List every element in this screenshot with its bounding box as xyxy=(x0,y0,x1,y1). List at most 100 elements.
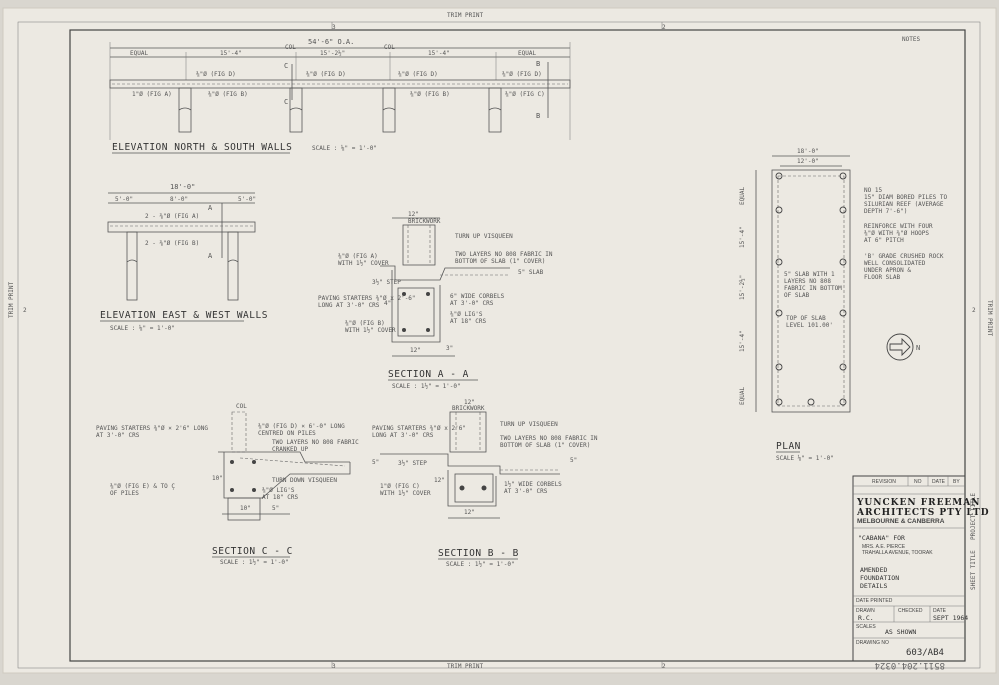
aa-title: SECTION A - A xyxy=(388,369,469,380)
cc-note-centred: CENTRED ON PILES xyxy=(258,430,316,437)
ns-note-4: ⅜"Ø (FIG D) xyxy=(502,71,542,78)
elevation-east-west: 18'-0" 5'-0" 8'-0" 5'-0" A A 2 - ⅜"Ø (FI… xyxy=(100,183,268,332)
tb-scales-value: AS SHOWN xyxy=(885,628,916,636)
drawing-border xyxy=(69,29,966,662)
aa-note-corbels-1: 6" WIDE CORBELS xyxy=(450,293,505,300)
tb-by-header: BY xyxy=(953,479,960,485)
ew-note-1: 2 - ⅜"Ø (FIG A) xyxy=(145,213,199,220)
plan-note-i-2: LAYERS NO 808 xyxy=(784,278,831,285)
aa-note-5-slab: 5" SLAB xyxy=(518,269,544,276)
bb-note-paving-1: PAVING STARTERS ⅜"Ø x 2'6" xyxy=(372,425,466,432)
section-a-a: 12" BRICKWORK TURN UP VISQUEEN TWO LAYER… xyxy=(318,211,553,390)
plan-note-i-6: LEVEL 101.00' xyxy=(786,322,833,329)
ns-note-8: ⅜"Ø (FIG C) xyxy=(505,91,545,98)
plan-note-r-9: WELL CONSOLIDATED xyxy=(864,260,926,267)
aa-note-two-layers: TWO LAYERS NO 808 FABRIC IN xyxy=(455,251,553,258)
aa-note-ligs-1: ⅜"Ø LIG'S xyxy=(450,311,483,318)
plan-dim-side-5: EQUAL xyxy=(739,387,746,405)
plan-note-r-11: FLOOR SLAB xyxy=(864,274,901,281)
aa-note-fig-a: ⅜"Ø (FIG A) xyxy=(338,253,378,260)
cc-note-paving-1: PAVING STARTERS ⅜"Ø × 2'6" LONG xyxy=(96,425,208,432)
cc-note-ligs-1: ⅜"Ø LIG'S xyxy=(262,487,295,494)
ns-scale: SCALE : ⅛" = 1'-0" xyxy=(312,145,377,152)
aa-note-corbels-2: AT 3'-0" CRS xyxy=(450,300,494,307)
tb-checked-label: CHECKED xyxy=(898,608,923,614)
plan-note-r-10: UNDER APRON & xyxy=(864,267,911,274)
tb-firm-1: YUNCKEN FREEMAN xyxy=(856,498,980,508)
tb-no-header: NO xyxy=(914,479,922,485)
ew-dim-overall: 18'-0" xyxy=(170,183,195,191)
trim-label-top: TRIM PRINT xyxy=(447,12,484,19)
sheet-title-side-label: SHEET TITLE xyxy=(970,550,977,590)
bb-scale: SCALE : 1½" = 1'-0" xyxy=(446,561,515,568)
tb-date-value: SEPT 1964 xyxy=(933,614,968,622)
plan-note-i-4: OF SLAB xyxy=(784,292,810,299)
tb-project-1: "CABANA" FOR xyxy=(858,534,905,542)
bb-dim-5-left: 5" xyxy=(372,459,379,466)
ew-dim-3: 5'-0" xyxy=(238,196,256,203)
ns-note-1: ⅜"Ø (FIG D) xyxy=(196,71,236,78)
plan-view: 18'-0" 12'-0" EQUAL 15'-4" 15'-2½" 15'-4… xyxy=(739,148,947,462)
plan-dim-side-3: 15'-2½" xyxy=(739,275,746,300)
bb-note-step: 3½" STEP xyxy=(398,460,427,467)
grid-right-2: 2 xyxy=(972,307,976,314)
ew-note-2: 2 - ⅜"Ø (FIG B) xyxy=(145,240,199,247)
ns-sec-b-top: B xyxy=(536,60,540,68)
ew-title: ELEVATION EAST & WEST WALLS xyxy=(100,310,268,321)
plan-note-r-5: REINFORCE WITH FOUR xyxy=(864,223,933,230)
outer-trim-frame xyxy=(17,21,981,669)
bb-note-corbels-2: AT 3'-0" CRS xyxy=(504,488,548,495)
aa-note-ligs-2: AT 18" CRS xyxy=(450,318,487,325)
plan-dim-side-2: 15'-4" xyxy=(739,226,746,248)
bb-dim-5-right: 5" xyxy=(570,457,577,464)
plan-note-r-4: DEPTH 7'-6") xyxy=(864,208,907,215)
ew-dim-1: 5'-0" xyxy=(115,196,133,203)
ns-note-3: ⅜"Ø (FIG D) xyxy=(398,71,438,78)
tb-drawing-label: DRAWING NO xyxy=(856,640,889,646)
plan-note-r-1: NO 15 xyxy=(864,187,882,194)
bb-note-brickwork: BRICKWORK xyxy=(452,405,485,412)
ns-dim-span-1: 15'-4" xyxy=(220,50,242,57)
ns-sec-c-top: C xyxy=(284,62,288,70)
tb-date-printed: DATE PRINTED xyxy=(856,598,893,604)
paper xyxy=(2,7,997,674)
tb-drawn-value: R.C. xyxy=(858,614,874,622)
ns-col-label-2: COL xyxy=(384,44,395,51)
north-arrow: N xyxy=(886,333,920,361)
ns-dim-span-3: 15'-4" xyxy=(428,50,450,57)
plan-scale: SCALE ⅛" = 1'-0" xyxy=(776,455,834,462)
cc-col: COL xyxy=(236,403,247,410)
bb-note-paving-2: LONG AT 3'-0" CRS xyxy=(372,432,434,439)
cc-note-turn-down: TURN DOWN VISQUEEN xyxy=(272,477,337,484)
plan-note-r-2: 15" DIAM BORED PILES TO xyxy=(864,194,947,201)
ns-dim-equal-right: EQUAL xyxy=(518,50,536,57)
bb-note-corbels-1: 1½" WIDE CORBELS xyxy=(504,481,562,488)
aa-note-turn-up: TURN UP VISQUEEN xyxy=(455,233,513,240)
cc-note-ligs-2: AT 18" CRS xyxy=(262,494,299,501)
aa-note-brickwork: BRICKWORK xyxy=(408,218,441,225)
tb-rev-header: REVISION xyxy=(872,479,896,485)
project-title-side-label: PROJECT TITLE xyxy=(970,493,977,540)
aa-note-cover-2: WITH 1½" COVER xyxy=(345,327,396,334)
bb-note-bottom-slab: BOTTOM OF SLAB (1" COVER) xyxy=(500,442,590,449)
handwritten-archive-number: 8511.204.0324 xyxy=(875,660,945,670)
plan-note-r-3: SILURIAN REEF (AVERAGE xyxy=(864,201,944,208)
plan-dim-top-1: 18'-0" xyxy=(797,148,819,155)
tb-project-2: MRS. A.E. PIERCE xyxy=(862,544,906,550)
aa-scale: SCALE : 1½" = 1'-0" xyxy=(392,383,461,390)
tb-drawn-label: DRAWN xyxy=(856,608,875,614)
elevation-north-south: 54'-6" O.A. EQUAL 15'-4" 15'-2½" 15'-4" … xyxy=(109,38,571,154)
tb-drawing-no: 603/AB4 xyxy=(906,648,944,658)
aa-note-cover-1: WITH 1½" COVER xyxy=(338,260,389,267)
ns-dim-equal-left: EQUAL xyxy=(130,50,148,57)
aa-note-paving-1: PAVING STARTERS ⅜"Ø x 2'-6" xyxy=(318,295,416,302)
tb-sheet-2: FOUNDATION xyxy=(860,574,899,582)
ns-note-6: ⅜"Ø (FIG B) xyxy=(208,91,248,98)
ns-note-5: 1"Ø (FIG A) xyxy=(132,91,172,98)
north-label: N xyxy=(916,344,920,352)
plan-dim-side-1: EQUAL xyxy=(739,187,746,205)
aa-note-step: 3½" STEP xyxy=(372,279,401,286)
ns-overall-dim: 54'-6" O.A. xyxy=(308,38,354,46)
section-c-c: COL ⅜"Ø (FIG D) × 6'-0" LONG CENTRED ON … xyxy=(96,403,359,566)
